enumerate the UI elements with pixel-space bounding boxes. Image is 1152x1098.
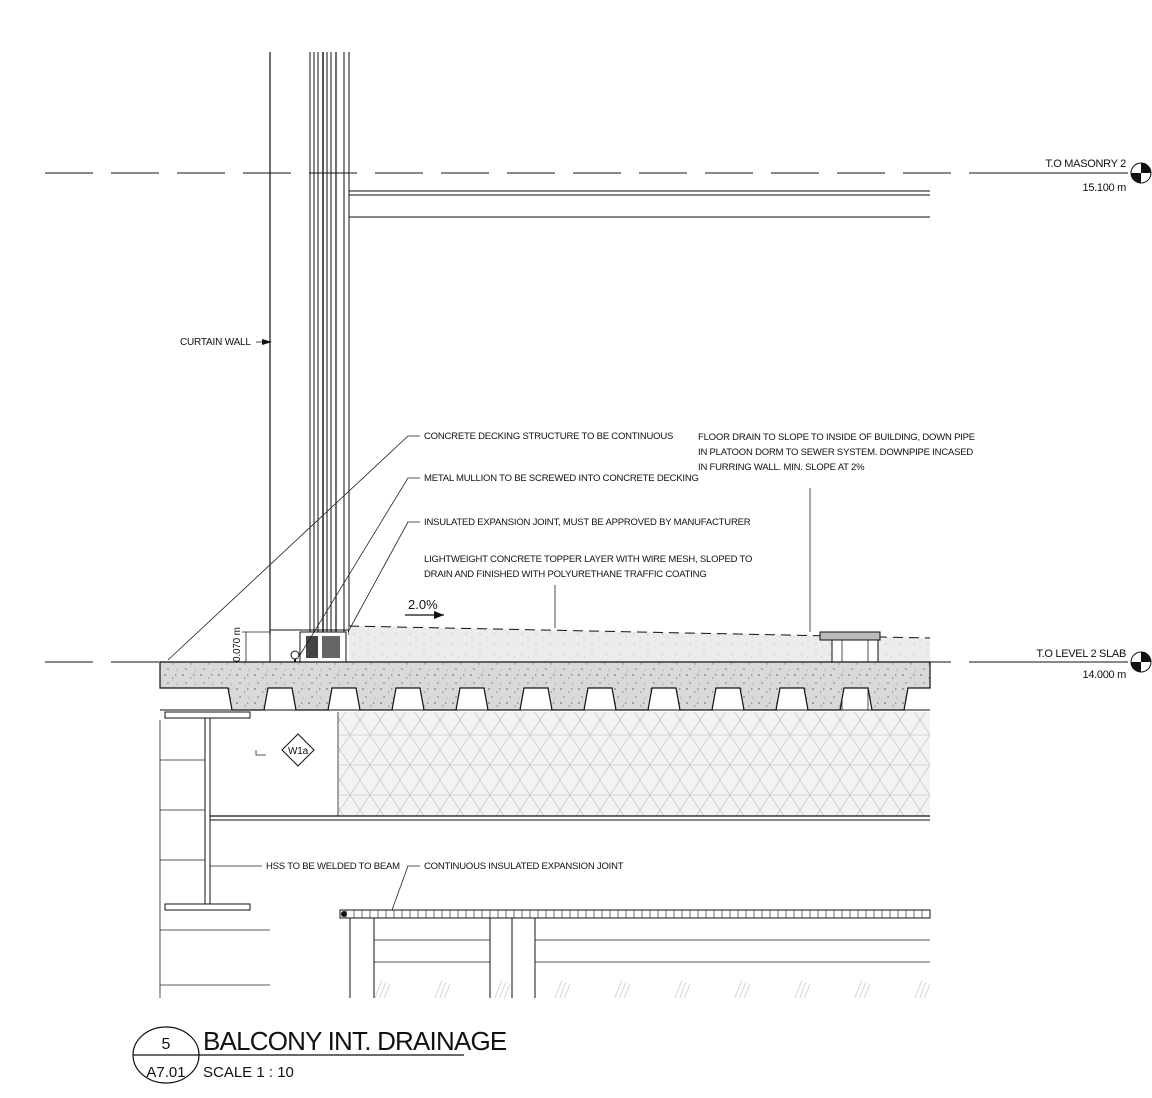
level-slab-name: T.O LEVEL 2 SLAB [1036,648,1126,660]
mullion-anchor [290,631,347,680]
note-expansion-joint: INSULATED EXPANSION JOINT, MUST BE APPRO… [424,517,751,528]
note-curtain-wall: CURTAIN WALL [180,337,251,348]
leaders [167,341,811,911]
upper-beam [349,190,930,218]
concrete-deck [159,661,931,711]
note-topper-line-1: LIGHTWEIGHT CONCRETE TOPPER LAYER WITH W… [424,554,752,565]
note-topper-line-2: DRAIN AND FINISHED WITH POLYURETHANE TRA… [424,569,707,580]
note-decking: CONCRETE DECKING STRUCTURE TO BE CONTINU… [424,431,673,442]
note-drain-line-1: FLOOR DRAIN TO SLOPE TO INSIDE OF BUILDI… [698,432,975,443]
dimension-label: 0.070 m [232,627,243,662]
detail-scale: SCALE 1 : 10 [203,1064,294,1081]
insulation [337,712,930,816]
level-masonry-name: T.O MASONRY 2 [1045,158,1126,170]
level-slab-elevation: 14.000 m [1083,669,1127,681]
note-drain-line-2: IN PLATOON DORM TO SEWER SYSTEM. DOWNPIP… [698,447,973,458]
note-hss: HSS TO BE WELDED TO BEAM [266,861,400,872]
level-marker-slab: T.O LEVEL 2 SLAB 14.000 m [1010,648,1152,681]
note-drain-line-3: IN FURRING WALL. MIN. SLOPE AT 2% [698,462,865,473]
slope-arrow: 2.0% [405,597,444,619]
lower-structure [339,909,931,998]
steel-beam [164,711,930,911]
detail-title: BALCONY INT. DRAINAGE [203,1026,507,1056]
wall-tag: W1a [281,733,315,767]
slope-label: 2.0% [408,597,438,612]
masonry-lines [159,720,270,998]
arrow-icon [262,339,272,345]
title-block: 5 A7.01 BALCONY INT. DRAINAGE SCALE 1 : … [132,1026,508,1084]
curtain-wall [269,52,351,663]
note-continuous-joint: CONTINUOUS INSULATED EXPANSION JOINT [424,861,624,872]
detail-number: 5 [162,1036,171,1053]
level-marker-masonry: T.O MASONRY 2 15.100 m [1010,158,1152,194]
sheet-number: A7.01 [146,1064,185,1081]
wall-tag-label: W1a [288,746,309,757]
note-mullion: METAL MULLION TO BE SCREWED INTO CONCRET… [424,473,699,484]
level-masonry-elevation: 15.100 m [1083,182,1127,194]
